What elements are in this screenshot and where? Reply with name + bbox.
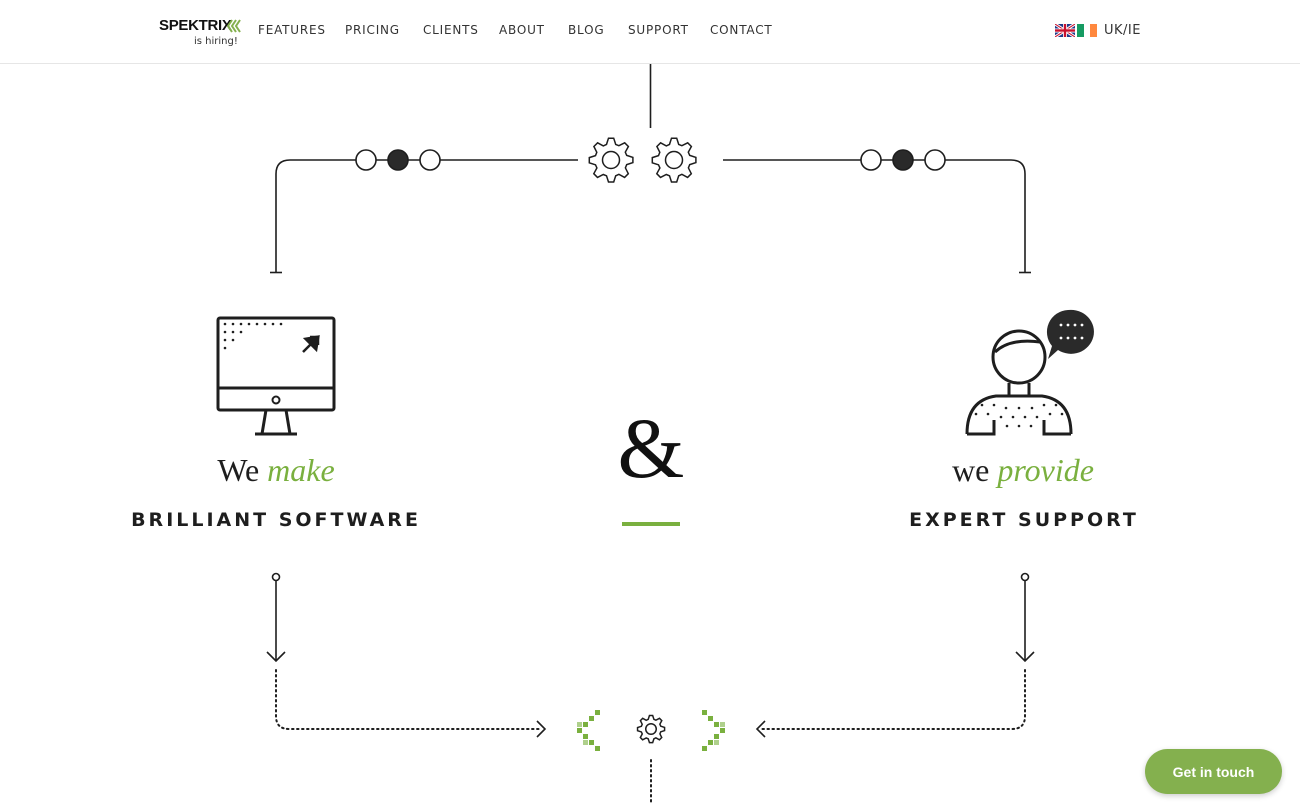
logo-chevrons-icon <box>227 19 241 33</box>
progress-dots-left <box>355 149 441 171</box>
right-heading-accent: provide <box>997 452 1094 488</box>
pixel-chevron-left-icon <box>577 710 600 751</box>
right-heading: we provide <box>923 452 1123 488</box>
nav-item-support[interactable]: SUPPORT <box>628 23 689 37</box>
nav-item-features[interactable]: FEATURES <box>258 23 326 37</box>
monitor-dots <box>223 322 283 350</box>
spektrix-logo[interactable]: SPEKTRIX is hiring! <box>159 17 241 51</box>
dotted-path-right <box>761 669 1026 730</box>
speech-bubble-icon <box>1046 309 1094 359</box>
left-heading: We make <box>176 452 376 488</box>
gear-icon-left <box>588 137 634 183</box>
pixel-chevron-right-icon <box>702 710 725 751</box>
logo-wordmark: SPEKTRIX <box>159 17 232 34</box>
right-subtitle: EXPERT SUPPORT <box>909 509 1139 531</box>
gear-icon-center <box>636 714 666 744</box>
nav-item-contact[interactable]: CONTACT <box>710 23 773 37</box>
nav-item-clients[interactable]: CLIENTS <box>423 23 479 37</box>
top-navigation: SPEKTRIX is hiring! FEATURES PRICING CLI… <box>0 0 1300 64</box>
down-arrow-right <box>1015 572 1035 663</box>
computer-monitor-icon <box>216 316 336 436</box>
right-heading-lead: we <box>952 452 990 488</box>
gear-icon-right <box>651 137 697 183</box>
left-heading-accent: make <box>267 452 335 488</box>
nav-item-pricing[interactable]: PRICING <box>345 23 400 37</box>
nav-item-blog[interactable]: BLOG <box>568 23 605 37</box>
left-heading-lead: We <box>217 452 260 488</box>
hiring-link[interactable]: is hiring! <box>194 36 238 47</box>
ampersand-symbol: & <box>617 400 685 496</box>
dotted-path-left <box>275 669 541 730</box>
locale-selector[interactable]: UK/IE <box>1055 20 1141 40</box>
connector-left <box>275 159 578 272</box>
ireland-flag-icon <box>1077 23 1097 37</box>
locale-label: UK/IE <box>1104 22 1141 38</box>
accent-divider <box>622 522 680 526</box>
left-subtitle: BRILLIANT SOFTWARE <box>131 509 421 531</box>
connector-right <box>723 159 1026 272</box>
uk-flag-icon <box>1055 23 1075 37</box>
sweater-dots <box>974 403 1064 428</box>
get-in-touch-button[interactable]: Get in touch <box>1145 749 1282 794</box>
nav-item-about[interactable]: ABOUT <box>499 23 545 37</box>
down-arrow-left <box>266 572 286 663</box>
support-person-icon <box>965 329 1073 436</box>
progress-dots-right <box>860 149 946 171</box>
